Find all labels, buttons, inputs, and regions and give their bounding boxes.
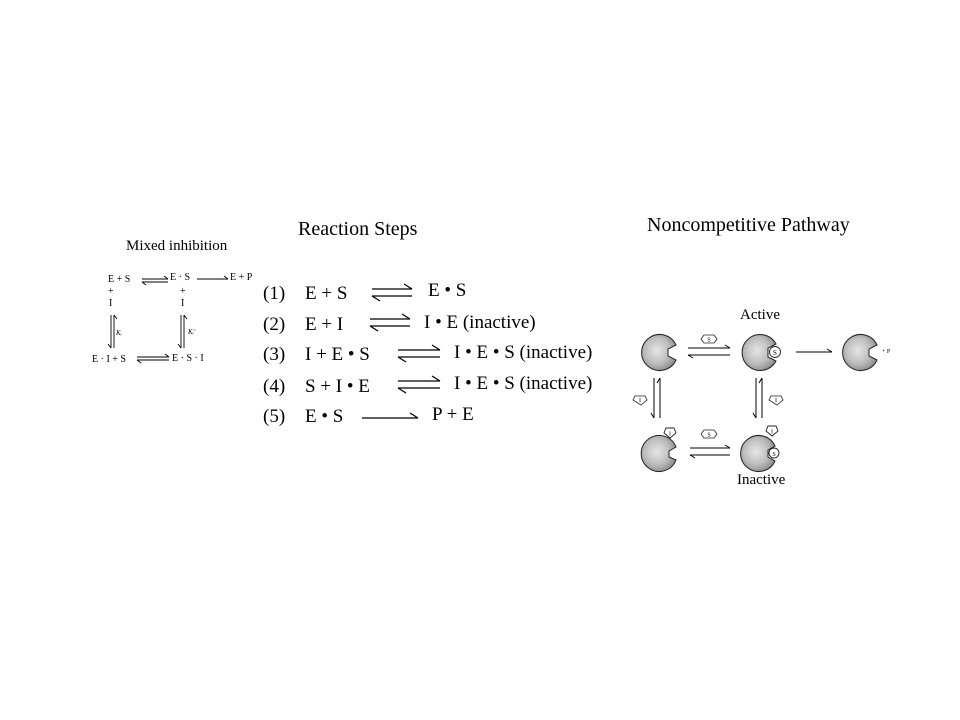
step-products: I • E (inactive) bbox=[424, 312, 536, 333]
equilibrium-arrow bbox=[397, 344, 441, 363]
step-number: (1) bbox=[263, 283, 286, 304]
substrate-token bbox=[769, 346, 781, 358]
free-enzyme bbox=[641, 334, 677, 371]
step-reactants: I + E • S bbox=[305, 344, 370, 365]
inhibitor-tag: I bbox=[771, 430, 773, 436]
equilibrium-arrow bbox=[371, 283, 413, 302]
reaction-steps-title: Reaction Steps bbox=[298, 218, 418, 240]
mixed-plus-left: + bbox=[108, 286, 114, 297]
enzyme-substrate-inhibitor-complex: I S bbox=[740, 425, 780, 472]
equilibrium-arrow bbox=[397, 375, 441, 394]
pathway-title: Noncompetitive Pathway bbox=[647, 214, 850, 236]
active-label: Active bbox=[740, 307, 780, 323]
substrate-arrow-tag: S bbox=[700, 334, 718, 344]
step-products: P + E bbox=[432, 404, 474, 425]
mixed-top-left: E + S bbox=[108, 274, 131, 285]
svg-text:I: I bbox=[775, 398, 777, 404]
mixed-k-right: Kᵢ' bbox=[188, 328, 196, 336]
substrate-tag: S bbox=[772, 452, 775, 458]
mixed-plus-right: + bbox=[180, 286, 186, 297]
step-products: E • S bbox=[428, 280, 467, 301]
inhibitor-arrow-tag: I bbox=[632, 395, 648, 406]
product-label: + P bbox=[882, 349, 891, 355]
mixed-k-left: Kᵢ bbox=[116, 329, 122, 337]
inhibitor-tag: I bbox=[669, 432, 671, 438]
mixed-inhibitor-right: I bbox=[181, 298, 185, 309]
mixed-top-mid: E · S bbox=[170, 272, 190, 283]
step-reactants: S + I • E bbox=[305, 376, 370, 397]
forward-arrow bbox=[362, 412, 419, 419]
step-number: (5) bbox=[263, 406, 286, 427]
svg-text:S: S bbox=[707, 433, 710, 439]
svg-text:S: S bbox=[707, 338, 710, 344]
mixed-inhibitor-left: I bbox=[109, 298, 113, 309]
mixed-bottom-left: E · I + S bbox=[92, 354, 126, 365]
equilibrium-arrow bbox=[369, 313, 411, 332]
step-reactants: E + S bbox=[305, 283, 348, 304]
inhibitor-arrow-tag: I bbox=[768, 395, 784, 406]
step-number: (4) bbox=[263, 376, 286, 397]
mixed-top-right: E + P bbox=[230, 272, 253, 283]
enzyme-inhibitor-complex: I bbox=[640, 427, 677, 472]
svg-text:I: I bbox=[639, 398, 641, 404]
released-enzyme: + P bbox=[842, 334, 891, 371]
step-reactants: E • S bbox=[305, 406, 344, 427]
substrate-token bbox=[768, 447, 780, 459]
inactive-label: Inactive bbox=[737, 472, 786, 488]
step-reactants: E + I bbox=[305, 314, 344, 335]
enzyme-substrate-complex: S bbox=[741, 334, 781, 371]
step-number: (2) bbox=[263, 314, 286, 335]
inhibitor-token bbox=[663, 427, 677, 439]
step-products: I • E • S (inactive) bbox=[454, 373, 593, 394]
inhibitor-token bbox=[765, 425, 779, 437]
mixed-bottom-right: E · S · I bbox=[172, 353, 204, 364]
mixed-inhibition-title: Mixed inhibition bbox=[126, 238, 228, 254]
substrate-arrow-tag: S bbox=[700, 429, 718, 439]
substrate-tag: S bbox=[773, 349, 777, 357]
step-products: I • E • S (inactive) bbox=[454, 342, 593, 363]
step-number: (3) bbox=[263, 344, 286, 365]
